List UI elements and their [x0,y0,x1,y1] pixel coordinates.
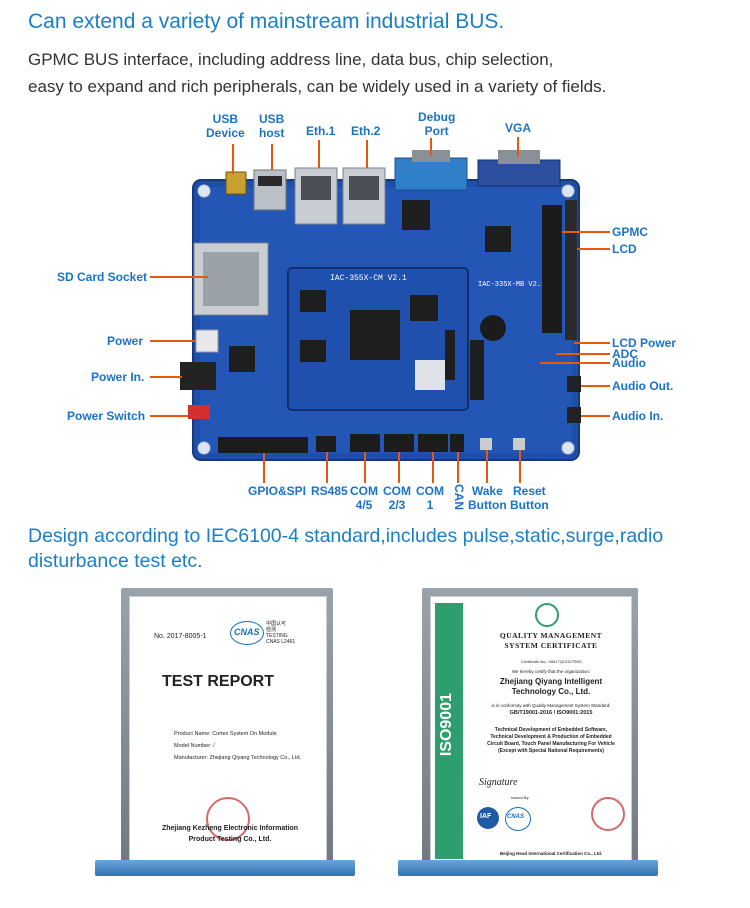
iaf-logo: IAF [477,807,499,829]
red-stamp [206,797,250,841]
stand-base [95,860,355,876]
cnas-logo-small: CNAS [505,807,531,831]
standard-line: GB/T19001-2016 / ISO9001:2015 [509,710,593,716]
label-lcd: LCD [612,242,637,256]
company-line-1: Zhejiang Qiyang Intelligent [499,677,603,686]
certify-line: We hereby certify that the organization: [511,669,591,674]
description-line-1: GPMC BUS interface, including address li… [28,50,554,69]
label-eth1: Eth.1 [306,124,336,138]
certification-logo [535,603,559,627]
conformity-line: is in conformity with Quality Management… [491,703,611,708]
label-sd-card: SD Card Socket [57,270,148,284]
cert-title-1: QUALITY MANAGEMENT [499,631,603,640]
heading-iec-standard: Design according to IEC6100-4 standard,i… [28,525,664,572]
label-power-switch: Power Switch [67,409,146,423]
certificate-iso9001: ISO9001 QUALITY MANAGEMENT SYSTEM CERTIF… [398,588,658,878]
red-stamp [591,797,625,831]
label-adc: ADC [612,347,638,361]
report-title: TEST REPORT [162,673,275,690]
company-line-2: Technology Co., Ltd. [511,687,591,696]
label-lcd-power: LCD Power [612,336,677,350]
issued-by: Issued By [511,795,529,800]
manufacturer: Manufacturer: Zhejiang Qiyang Technology… [174,755,302,761]
cert-footer: Beijing Head International Certification… [499,851,603,856]
label-audio-in: Audio In. [612,409,664,423]
label-gpmc: GPMC [612,225,648,239]
product-name: Product Name: Cortex System On Module [174,731,277,737]
label-rs485: RS485 [311,484,348,498]
model-number: Model Number: / [174,743,215,749]
issuer-line-1: Zhejiang Kezheng Electronic Information [161,825,299,832]
cert-title-2: SYSTEM CERTIFICATE [504,641,598,650]
cnas-logo: CNAS [230,621,264,645]
cert-number: Certificate No.: 00617Q10327R0S [521,659,582,664]
label-can: CAN [452,484,466,510]
scope-lines: Technical Development of Embedded Softwa… [487,727,615,754]
signature: Signature [479,777,518,788]
label-power-in: Power In. [91,370,145,384]
board-illustration: IAC-355X-CM V2.1 IAC-335X-MB V2.1 [0,100,750,512]
stand-base [398,860,658,876]
pcb-board-image: IAC-355X-CM V2.1 IAC-335X-MB V2.1 [180,150,581,461]
mb-silkscreen: IAC-335X-MB V2.1 [478,281,545,289]
label-vga: VGA [505,121,532,135]
cm-silkscreen: IAC-355X-CM V2.1 [330,274,407,283]
report-number: No. 2017-8005-1 [154,633,207,640]
label-eth2: Eth.2 [351,124,381,138]
label-audio: Audio [612,356,646,370]
label-audio-out: Audio Out. [612,379,674,393]
heading-bus: Can extend a variety of mainstream indus… [28,10,505,33]
issuer-line-2: Product Testing Co., Ltd. [188,836,272,843]
iso-green-band: ISO9001 [435,603,463,859]
label-power: Power [107,334,144,348]
iso-side-text: ISO9001 [438,693,455,757]
description-line-2: easy to expand and rich peripherals, can… [28,77,607,96]
label-gpio-spi: GPIO&SPI [248,484,307,498]
